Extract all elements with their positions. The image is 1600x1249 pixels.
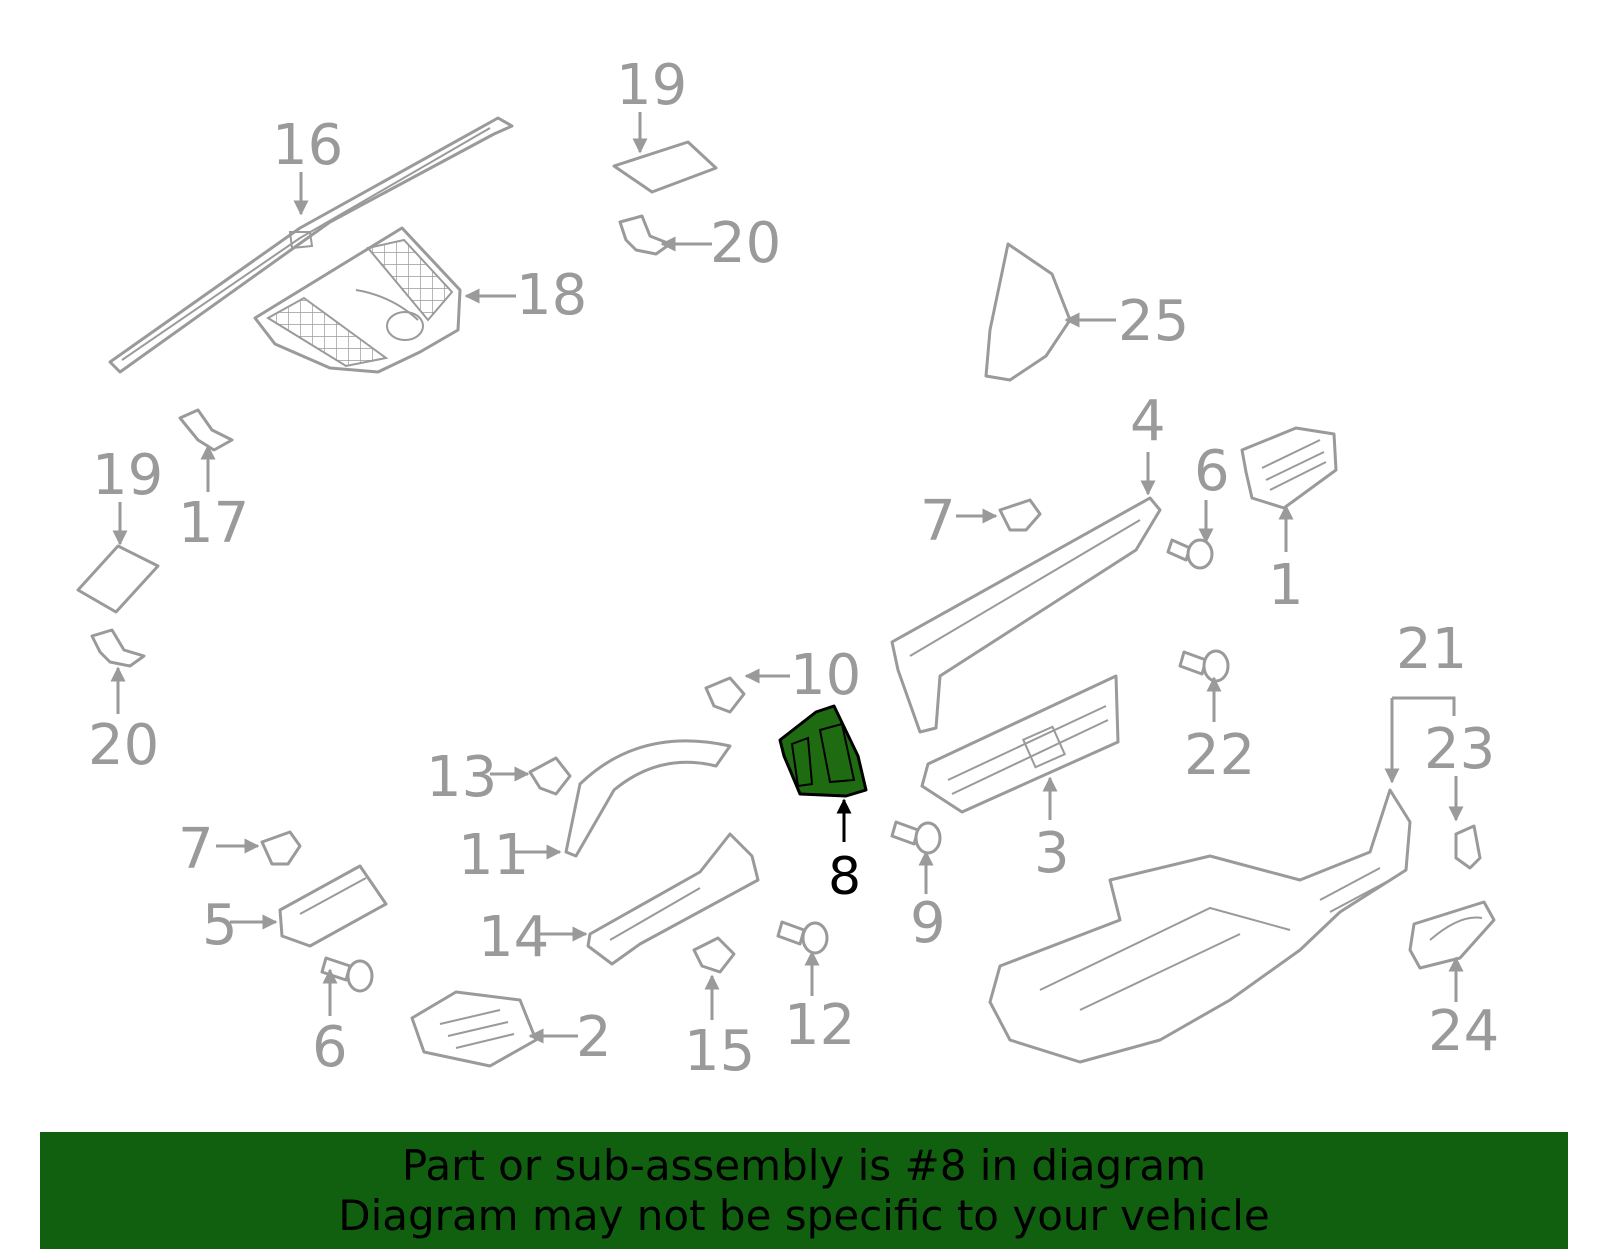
part-14-lower-trim xyxy=(586,832,760,966)
label-6-right: 6 xyxy=(1194,439,1230,504)
label-21: 21 xyxy=(1396,617,1467,682)
part-20-clip-left xyxy=(90,628,146,668)
part-13-clip xyxy=(528,756,572,796)
label-6-left: 6 xyxy=(312,1015,348,1080)
part-5-vent-duct xyxy=(278,864,388,948)
part-18-dash-upper-trim xyxy=(253,226,462,374)
label-23: 23 xyxy=(1424,717,1495,782)
label-10: 10 xyxy=(790,643,861,708)
part-3-control-panel xyxy=(920,674,1120,814)
part-6-screw-right xyxy=(1166,538,1214,570)
label-7-right: 7 xyxy=(920,489,956,554)
part-24-trim-bezel xyxy=(1408,900,1496,970)
part-10-clip xyxy=(704,676,746,714)
label-5: 5 xyxy=(202,893,238,958)
label-16: 16 xyxy=(272,113,343,178)
part-12-screw xyxy=(776,920,829,955)
banner-line-1: Part or sub-assembly is #8 in diagram xyxy=(401,1140,1207,1190)
label-20-top: 20 xyxy=(710,211,781,276)
label-9: 9 xyxy=(910,891,946,956)
part-21-center-console xyxy=(988,788,1412,1064)
label-13: 13 xyxy=(426,745,497,810)
info-banner: Part or sub-assembly is #8 in diagram Di… xyxy=(40,1132,1568,1249)
label-24: 24 xyxy=(1428,999,1499,1064)
part-22-screw xyxy=(1178,649,1230,683)
part-15-clip xyxy=(692,936,736,974)
leader-arrows xyxy=(110,112,1464,1044)
label-11: 11 xyxy=(458,823,529,888)
label-2: 2 xyxy=(576,1005,612,1070)
part-19-cover-plate-left xyxy=(76,544,160,614)
label-4: 4 xyxy=(1130,389,1166,454)
label-18: 18 xyxy=(516,263,587,328)
label-12: 12 xyxy=(784,993,855,1058)
label-22: 22 xyxy=(1184,723,1255,788)
label-1: 1 xyxy=(1268,553,1304,618)
label-14: 14 xyxy=(478,905,549,970)
label-25: 25 xyxy=(1118,289,1189,354)
part-1-air-vent-right xyxy=(1240,426,1338,510)
part-25-side-panel xyxy=(984,242,1072,382)
part-11-curved-trim xyxy=(564,739,732,858)
label-8: 8 xyxy=(828,847,861,907)
part-19-cover-plate-top xyxy=(612,140,718,194)
part-number-labels: 16 19 20 18 25 4 6 1 7 17 19 20 10 22 3 … xyxy=(88,53,1499,1084)
part-7-clip-left xyxy=(260,830,302,866)
label-20-left: 20 xyxy=(88,713,159,778)
label-17: 17 xyxy=(178,491,249,556)
part-23-bracket xyxy=(1454,824,1482,870)
part-2-air-vent-left xyxy=(410,990,538,1068)
part-9-screw xyxy=(890,820,942,855)
label-7-left: 7 xyxy=(178,817,214,882)
part-17-clip xyxy=(178,408,234,452)
part-4-dash-trim-panel xyxy=(890,496,1162,734)
leader-21-bracket xyxy=(1392,696,1456,716)
banner-line-2: Diagram may not be specific to your vehi… xyxy=(338,1190,1270,1240)
part-16-defroster-grille xyxy=(108,116,514,374)
label-15: 15 xyxy=(684,1019,755,1084)
label-19-top: 19 xyxy=(616,53,687,118)
label-3: 3 xyxy=(1034,821,1070,886)
part-20-clip-top xyxy=(618,214,672,256)
label-19-left: 19 xyxy=(92,443,163,508)
part-8-highlighted-bracket xyxy=(778,704,868,798)
part-7-clip-right xyxy=(998,498,1042,532)
